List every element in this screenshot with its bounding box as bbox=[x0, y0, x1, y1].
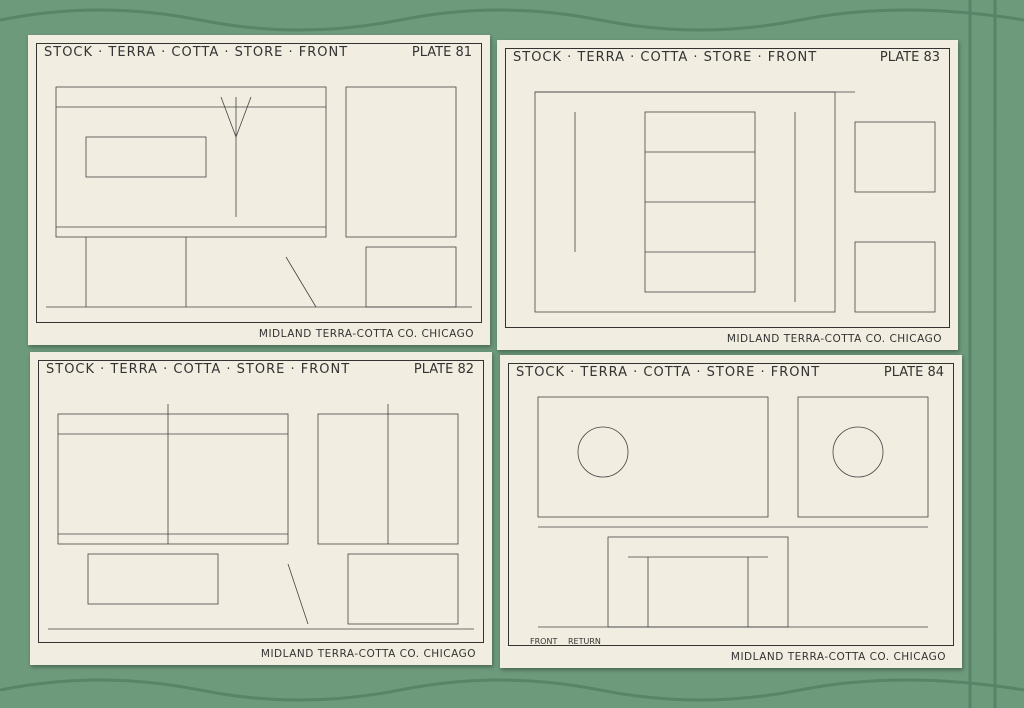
plate-border bbox=[36, 43, 482, 323]
plate-title: STOCK · TERRA · COTTA · STORE · FRONT bbox=[44, 45, 349, 60]
plate-82: STOCK · TERRA · COTTA · STORE · FRONT PL… bbox=[30, 352, 492, 665]
plate-footer: MIDLAND TERRA-COTTA CO. CHICAGO bbox=[726, 333, 942, 345]
plate-footer: MIDLAND TERRA-COTTA CO. CHICAGO bbox=[260, 648, 476, 660]
plate-83: STOCK · TERRA · COTTA · STORE · FRONT PL… bbox=[497, 40, 958, 350]
plate-number: PLATE 81 bbox=[411, 45, 472, 60]
store-front-elevation-drawing bbox=[46, 86, 472, 308]
plate-border bbox=[505, 48, 950, 328]
store-front-elevation-drawing bbox=[534, 91, 936, 313]
plate-84: STOCK · TERRA · COTTA · STORE · FRONT PL… bbox=[500, 355, 962, 668]
plate-number: PLATE 84 bbox=[883, 365, 944, 380]
plate-footer: MIDLAND TERRA-COTTA CO. CHICAGO bbox=[258, 328, 474, 340]
plate-title: STOCK · TERRA · COTTA · STORE · FRONT bbox=[516, 365, 821, 380]
return-label: RETURN bbox=[568, 637, 601, 646]
plate-title: STOCK · TERRA · COTTA · STORE · FRONT bbox=[513, 50, 818, 65]
plate-81: STOCK · TERRA · COTTA · STORE · FRONT PL… bbox=[28, 35, 490, 345]
front-label: FRONT bbox=[530, 637, 558, 646]
plate-number: PLATE 83 bbox=[879, 50, 940, 65]
store-front-elevation-drawing bbox=[48, 404, 474, 630]
plate-border bbox=[508, 363, 954, 646]
plate-title: STOCK · TERRA · COTTA · STORE · FRONT bbox=[46, 362, 351, 377]
plate-border bbox=[38, 360, 484, 643]
plate-number: PLATE 82 bbox=[413, 362, 474, 377]
plate-footer: MIDLAND TERRA-COTTA CO. CHICAGO bbox=[730, 651, 946, 663]
store-front-elevation-drawing bbox=[537, 396, 929, 628]
